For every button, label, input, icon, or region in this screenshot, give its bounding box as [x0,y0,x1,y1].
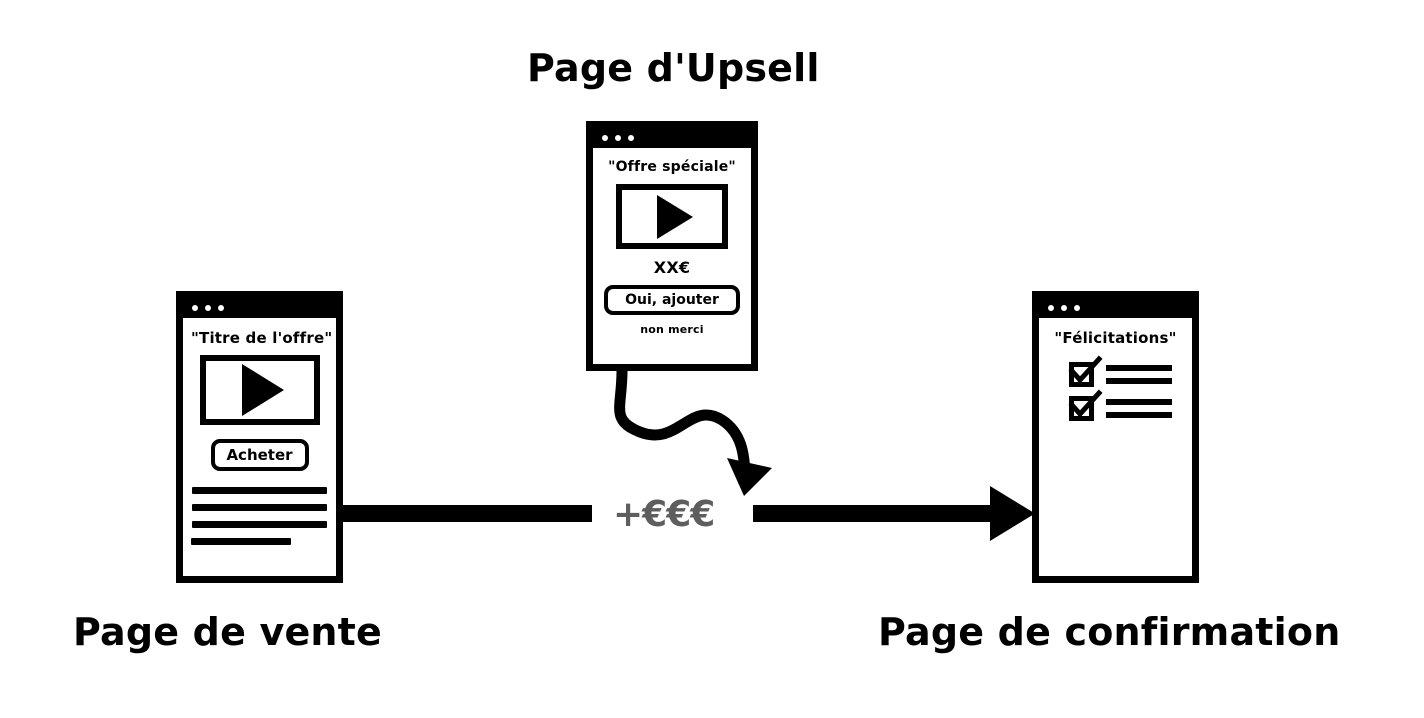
browser-titlebar [183,298,336,318]
checkbox-checked-icon[interactable] [1068,389,1103,421]
accept-upsell-button[interactable]: Oui, ajouter [604,285,740,315]
play-icon [657,194,693,239]
upsell-page-headline: "Offre spéciale" [608,159,736,175]
browser-titlebar [1039,298,1192,318]
checklist-line [1106,412,1172,418]
diagram-title: Page d'Upsell [527,46,820,90]
sales-page-video-placeholder[interactable] [199,355,320,425]
window-dot-icon [192,305,198,311]
window-dot-icon [218,305,224,311]
checklist-item[interactable] [1068,389,1184,421]
checklist-line [1106,378,1172,384]
confirmation-page-label: Page de confirmation [878,610,1341,654]
decline-upsell-link[interactable]: non merci [640,323,704,336]
window-dot-icon [1074,305,1080,311]
confirmation-page-card[interactable]: "Félicitations" [1032,291,1199,583]
checklist-line [1106,399,1172,405]
copy-line [192,504,327,511]
arrow-money-to-confirmation [753,486,1035,541]
checklist-line [1106,365,1172,371]
play-icon [241,364,284,416]
confirmation-checklist [1047,355,1184,421]
checkbox-checked-icon[interactable] [1068,355,1103,387]
sales-page-copy-block [191,487,328,545]
window-dot-icon [615,135,621,141]
upsell-page-video-placeholder[interactable] [616,184,728,249]
confirmation-page-headline: "Félicitations" [1054,329,1177,347]
upsell-price: XX€ [653,258,691,277]
sales-page-card[interactable]: "Titre de l'offre" Acheter [176,291,343,583]
window-dot-icon [602,135,608,141]
sales-page-headline: "Titre de l'offre" [191,329,333,347]
window-dot-icon [205,305,211,311]
buy-button[interactable]: Acheter [210,439,309,471]
upsell-page-card[interactable]: "Offre spéciale" XX€ Oui, ajouter non me… [586,121,758,371]
upsell-page-body: "Offre spéciale" XX€ Oui, ajouter non me… [593,159,751,375]
checklist-item-lines [1106,399,1172,418]
copy-line [192,487,327,494]
copy-line [191,538,291,545]
sales-page-label: Page de vente [73,610,383,654]
checklist-item-lines [1106,365,1172,384]
arrow-upsell-to-money [614,370,772,496]
copy-line [192,521,327,528]
window-dot-icon [628,135,634,141]
money-gain-label: +€€€ [613,494,715,535]
confirmation-page-body: "Félicitations" [1039,329,1192,587]
checklist-item[interactable] [1068,355,1184,387]
sales-page-body: "Titre de l'offre" Acheter [183,329,336,587]
window-dot-icon [1061,305,1067,311]
browser-titlebar [593,128,751,148]
arrow-sales-to-money [342,505,592,522]
window-dot-icon [1048,305,1054,311]
